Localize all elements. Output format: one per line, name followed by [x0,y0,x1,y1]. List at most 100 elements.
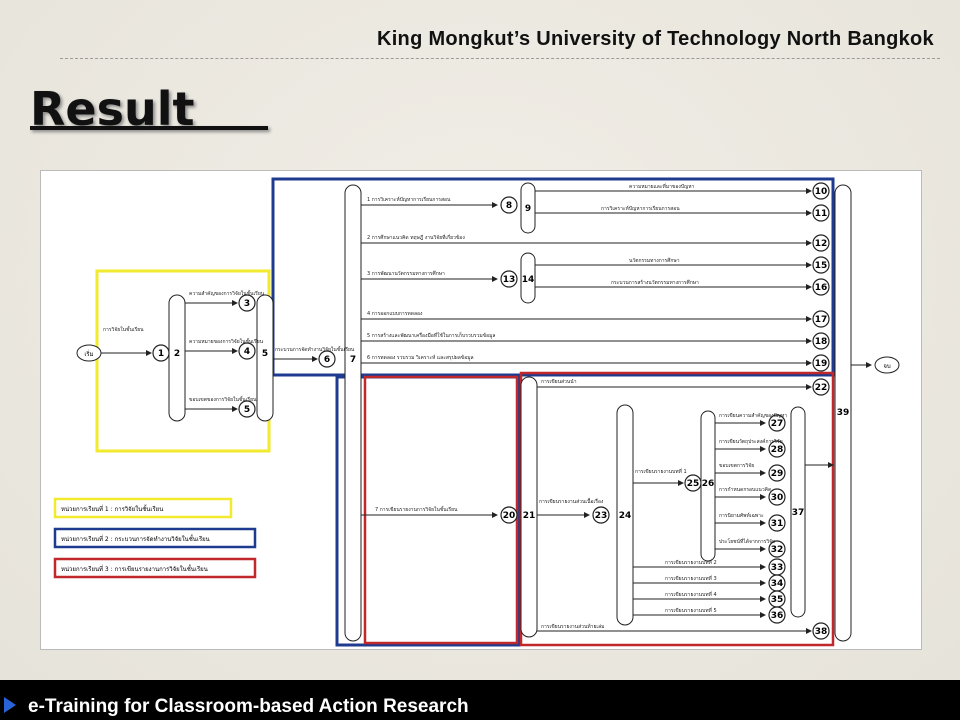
unit3-ch1-item-6: ประโยชน์ที่ได้จากการวิจัย [719,538,775,545]
node-20: 20 [503,511,516,521]
footer-title: e-Training for Classroom-based Action Re… [28,696,469,717]
node-2: 2 [174,349,180,359]
unit3-ch1-item-4: การกำหนดกรอบแนวคิด [719,486,771,493]
node-29: 29 [771,469,784,479]
university-name: King Mongkut’s University of Technology … [376,28,934,50]
unit3-ch1-item-2: การเขียนวัตถุประสงค์การวิจัย [719,438,783,445]
bar-2 [168,294,186,422]
unit3-appendix-label: การเขียนรายงานส่วนท้ายเล่ม [541,623,604,630]
unit2-output-1: ความหมายและที่มาของปัญหา [629,183,695,190]
node-17: 17 [815,315,828,325]
unit2-step-4: 4 การออกแบบการทดลอง [367,311,423,317]
node-25: 25 [687,479,700,489]
unit3-chapter-4: การเขียนรายงานบทที่ 4 [665,591,717,598]
node-21: 21 [523,511,536,521]
bar-14 [520,252,536,304]
play-arrow-icon [4,697,16,713]
unit2-step-6: 6 การทดลอง รวบรวม วิเคราะห์ และสรุปผลข้อ… [367,354,474,361]
footer-bar [0,680,960,720]
unit1-branch-2: ความหมายของการวิจัยในชั้นเรียน [189,336,264,345]
bar-7 [344,184,362,642]
unit3-chapter-2: การเขียนรายงานบทที่ 2 [665,559,717,566]
unit2-step-2: 2 การศึกษาแนวคิด ทฤษฎี งานวิจัยที่เกี่ยว… [367,234,465,241]
end-node [874,356,900,374]
header-divider [60,58,940,59]
bar-37 [790,406,806,618]
legend-unit3-box [53,557,257,579]
step-labels: การวิจัยในชั้นเรียน ความสำคัญของการวิจัย… [103,183,787,630]
unit3-entry-label: 7 การเขียนรายงานการวิจัยในชั้นเรียน [375,504,458,513]
node-8: 8 [506,201,512,211]
node-5-bar: 5 [262,349,268,359]
node-36: 36 [771,611,784,621]
unit2-output-2: การวิเคราะห์ปัญหาการเรียนการสอน [601,205,680,212]
bar-24 [616,404,634,626]
node-32: 32 [771,545,784,555]
unit2-box [271,177,835,377]
node-5: 5 [244,405,250,415]
unit2-output-4: กระบวนการสร้างนวัตกรรมทางการศึกษา [611,279,699,286]
legend-unit3: หน่วยการเรียนที่ 3 : การเขียนรายงานการวิ… [61,563,208,573]
unit3-chapter-5: การเขียนรายงานบทที่ 5 [665,607,717,614]
node-39: 39 [837,408,850,418]
bar-21 [520,376,538,638]
unit2-step-5: 5 การสร้างและพัฒนาเครื่องมือที่ใช้ในการเ… [367,331,495,339]
node-7: 7 [350,355,356,365]
connector-lines [101,188,872,634]
unit2-output-3: นวัตกรรมทางการศึกษา [629,257,680,264]
node-26: 26 [702,479,715,489]
flow-diagram-canvas: เริ่ม จบ [53,177,900,647]
node-6: 6 [324,355,330,365]
node-4: 4 [244,347,250,357]
node-19: 19 [815,359,828,369]
node-13: 13 [503,275,516,285]
node-numbers: 1 2 3 4 5 5 6 7 8 9 10 11 12 13 14 15 16… [158,187,849,637]
unit3-ch1-item-5: การนิยามศัพท์เฉพาะ [719,512,764,519]
legend-unit2: หน่วยการเรียนที่ 2 : กระบวนการจัดทำงานวิ… [61,533,210,543]
node-33: 33 [771,563,784,573]
flow-diagram: เริ่ม จบ [40,170,922,650]
unit3-ch1-label: การเขียนรายงานบทที่ 1 [635,468,687,475]
node-31: 31 [771,519,784,529]
node-30: 30 [771,493,784,503]
node-18: 18 [815,337,828,347]
unit2-entry-label: กระบวนการจัดทำงานวิจัยในชั้นเรียน [275,344,355,353]
node-38: 38 [815,627,828,637]
bar-5 [256,294,274,422]
end-label: จบ [883,363,891,370]
node-10: 10 [815,187,828,197]
unit3-chapter-3: การเขียนรายงานบทที่ 3 [665,575,717,582]
node-28: 28 [771,445,784,455]
unit1-branch-1: ความสำคัญของการวิจัยในชั้นเรียน [189,288,265,297]
node-9: 9 [525,204,531,214]
unit1-entry-label: การวิจัยในชั้นเรียน [103,324,144,333]
node-11: 11 [815,209,828,219]
unit3-ch1-item-1: การเขียนความสำคัญของปัญหา [719,412,787,419]
numbered-nodes [152,182,830,640]
node-27: 27 [771,419,784,429]
node-15: 15 [815,261,828,271]
node-35: 35 [771,595,784,605]
node-23: 23 [595,511,608,521]
node-3: 3 [244,299,250,309]
bar-39 [834,184,852,642]
title-underline [30,126,268,130]
node-34: 34 [771,579,784,589]
node-24: 24 [619,511,632,521]
node-1: 1 [158,349,164,359]
node-14: 14 [522,275,535,285]
unit2-step-3: 3 การพัฒนานวัตกรรมทางการศึกษา [367,270,445,277]
unit3-body-label: การเขียนรายงานส่วนเนื้อเรื่อง [539,496,604,505]
node-16: 16 [815,283,828,293]
node-37: 37 [792,508,805,518]
start-label: เริ่ม [84,350,93,358]
bar-9 [520,182,536,234]
node-12: 12 [815,239,828,249]
unit2-step-1: 1 การวิเคราะห์ปัญหาการเรียนการสอน [367,196,451,203]
unit1-branch-3: ขอบเขตของการวิจัยในชั้นเรียน [189,394,257,403]
unit3-left-box [363,375,519,645]
unit3-cover-label: การเขียนส่วนนำ [541,378,577,385]
node-22: 22 [815,383,828,393]
legend-unit2-box [53,527,257,549]
unit3-ch1-item-3: ขอบเขตการวิจัย [719,462,754,469]
